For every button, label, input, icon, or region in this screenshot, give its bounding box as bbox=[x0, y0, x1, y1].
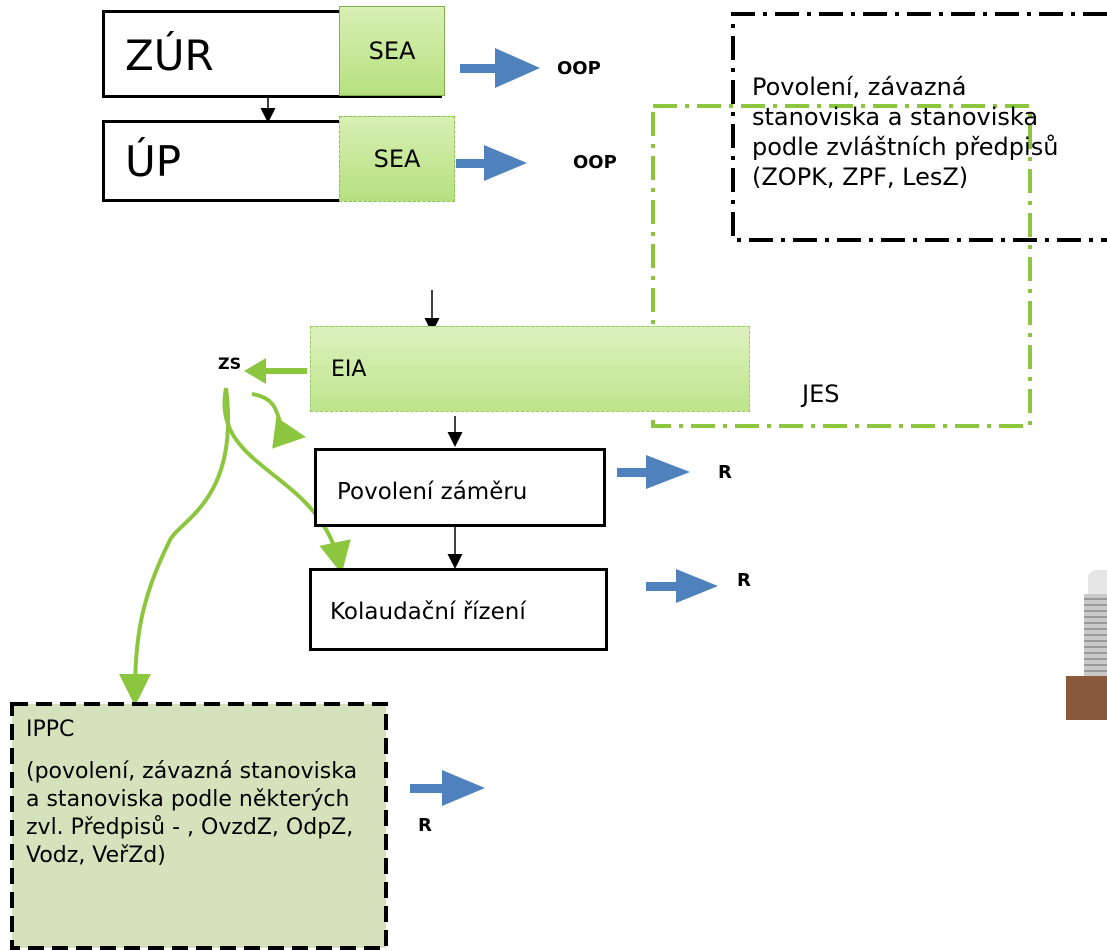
permits-frame bbox=[731, 12, 1107, 242]
green-curve-zs-kolaudacni bbox=[222, 387, 351, 574]
zur-sea-label: SEA bbox=[368, 37, 416, 65]
kolaudacni-box: Kolaudační řízení bbox=[309, 568, 608, 651]
green-curve-zs-povoleni bbox=[251, 392, 306, 449]
kolaudacni-label: Kolaudační řízení bbox=[330, 599, 526, 625]
eia-box: EIA bbox=[310, 326, 750, 412]
blue-arrow-up bbox=[456, 145, 527, 181]
blue-arrow-povoleni bbox=[617, 455, 690, 489]
blue-arrow-ippc bbox=[410, 770, 485, 806]
jes-label: JES bbox=[802, 380, 840, 408]
kolaudacni-output-label: R bbox=[737, 570, 751, 591]
building-base bbox=[1066, 676, 1107, 720]
eia-label: EIA bbox=[331, 357, 367, 382]
povoleni-label: Povolení záměru bbox=[337, 479, 528, 505]
building-dome bbox=[1088, 570, 1107, 596]
zs-label: ZS bbox=[218, 354, 242, 373]
ippc-output-label: R bbox=[418, 815, 432, 836]
ippc-title: IPPC bbox=[26, 717, 75, 742]
up-sea-box: SEA bbox=[339, 116, 455, 202]
zur-title: ZÚR bbox=[125, 31, 214, 80]
up-output-label: OOP bbox=[573, 152, 617, 173]
green-arrow-eia-zs bbox=[244, 358, 307, 384]
zur-output-label: OOP bbox=[557, 58, 601, 79]
povoleni-box: Povolení záměru bbox=[314, 448, 606, 527]
blue-arrow-zur bbox=[460, 48, 540, 88]
povoleni-output-label: R bbox=[718, 462, 732, 483]
zur-sea-box: SEA bbox=[339, 6, 445, 96]
building-tower bbox=[1084, 594, 1107, 686]
ippc-box: IPPC (povolení, závazná stanoviska a sta… bbox=[12, 704, 386, 948]
ippc-text: (povolení, závazná stanoviska a stanovis… bbox=[26, 759, 358, 868]
building-image bbox=[1066, 560, 1107, 720]
green-curve-zs-ippc bbox=[119, 387, 230, 706]
blue-arrow-kolaudacni bbox=[646, 569, 718, 603]
jes-frame bbox=[651, 104, 1032, 428]
up-sea-label: SEA bbox=[373, 145, 421, 173]
up-title: ÚP bbox=[125, 137, 182, 186]
permits-text: Povolení, závazná stanoviska a stanovisk… bbox=[752, 73, 1059, 191]
